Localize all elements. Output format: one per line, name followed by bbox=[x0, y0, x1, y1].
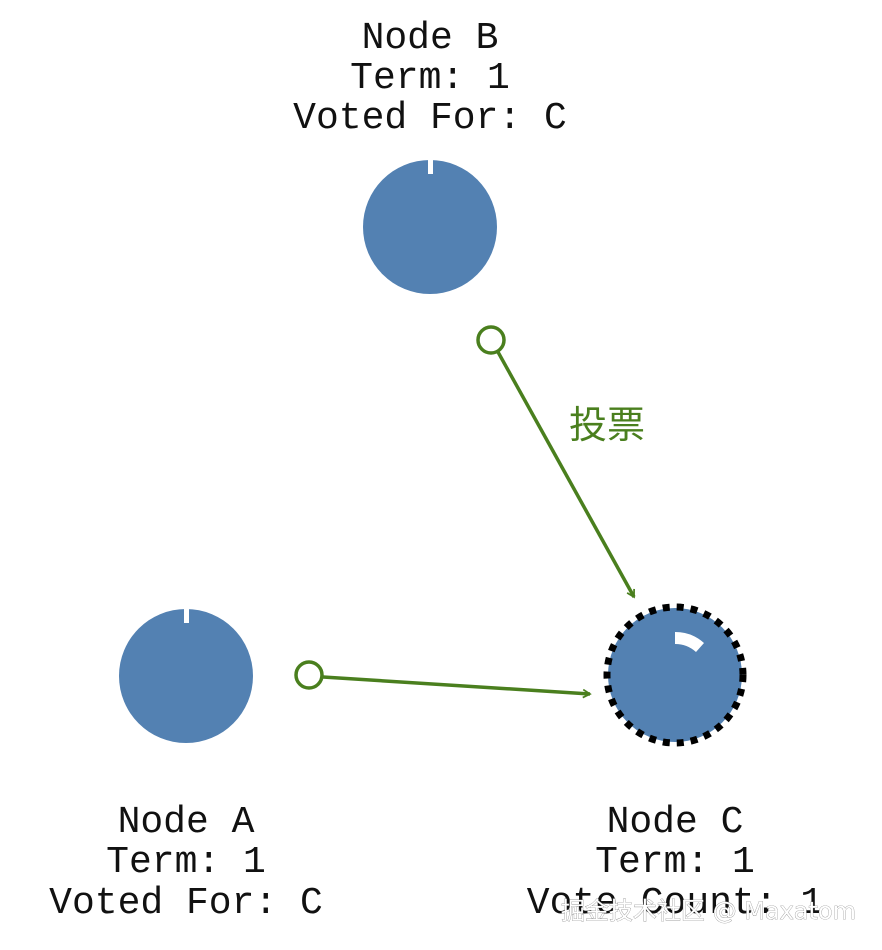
node-c-circle[interactable] bbox=[608, 608, 742, 742]
node-b[interactable] bbox=[363, 160, 497, 294]
node-b-timer-tick bbox=[428, 160, 433, 174]
node-c-vote-count: Vote Count: 1 bbox=[527, 882, 823, 925]
watermark-text: 掘金技术社区 @ Maxatom bbox=[561, 897, 856, 925]
edge-a-to-c-origin bbox=[294, 660, 324, 690]
node-b-term: Term: 1 bbox=[350, 57, 510, 100]
edge-a-to-c bbox=[294, 660, 592, 699]
node-a-circle[interactable] bbox=[119, 609, 253, 743]
node-b-name: Node B bbox=[362, 17, 499, 60]
edge-b-to-c: 投票 bbox=[476, 325, 645, 599]
node-a-timer-tick bbox=[184, 609, 189, 623]
node-a-label: Node A Term: 1 Voted For: C bbox=[49, 801, 323, 925]
node-c-label: Node C Term: 1 Vote Count: 1 bbox=[527, 801, 823, 925]
node-a-term: Term: 1 bbox=[106, 841, 266, 884]
node-c-term: Term: 1 bbox=[595, 841, 755, 884]
node-a-name: Node A bbox=[118, 801, 255, 844]
node-a-voted-for: Voted For: C bbox=[49, 882, 323, 925]
edge-b-to-c-origin bbox=[476, 325, 506, 355]
node-c-timer-arc bbox=[675, 631, 704, 652]
edge-b-to-c-label: 投票 bbox=[569, 403, 645, 447]
node-b-circle[interactable] bbox=[363, 160, 497, 294]
node-a[interactable] bbox=[119, 609, 253, 743]
edge-a-to-c-arrow bbox=[322, 675, 592, 699]
node-b-label: Node B Term: 1 Voted For: C bbox=[293, 17, 567, 140]
edge-b-to-c-arrow bbox=[496, 351, 636, 599]
node-b-voted-for: Voted For: C bbox=[293, 97, 567, 140]
node-c-name: Node C bbox=[607, 801, 744, 844]
node-c[interactable] bbox=[603, 603, 747, 747]
node-c-candidate-border bbox=[603, 603, 747, 747]
